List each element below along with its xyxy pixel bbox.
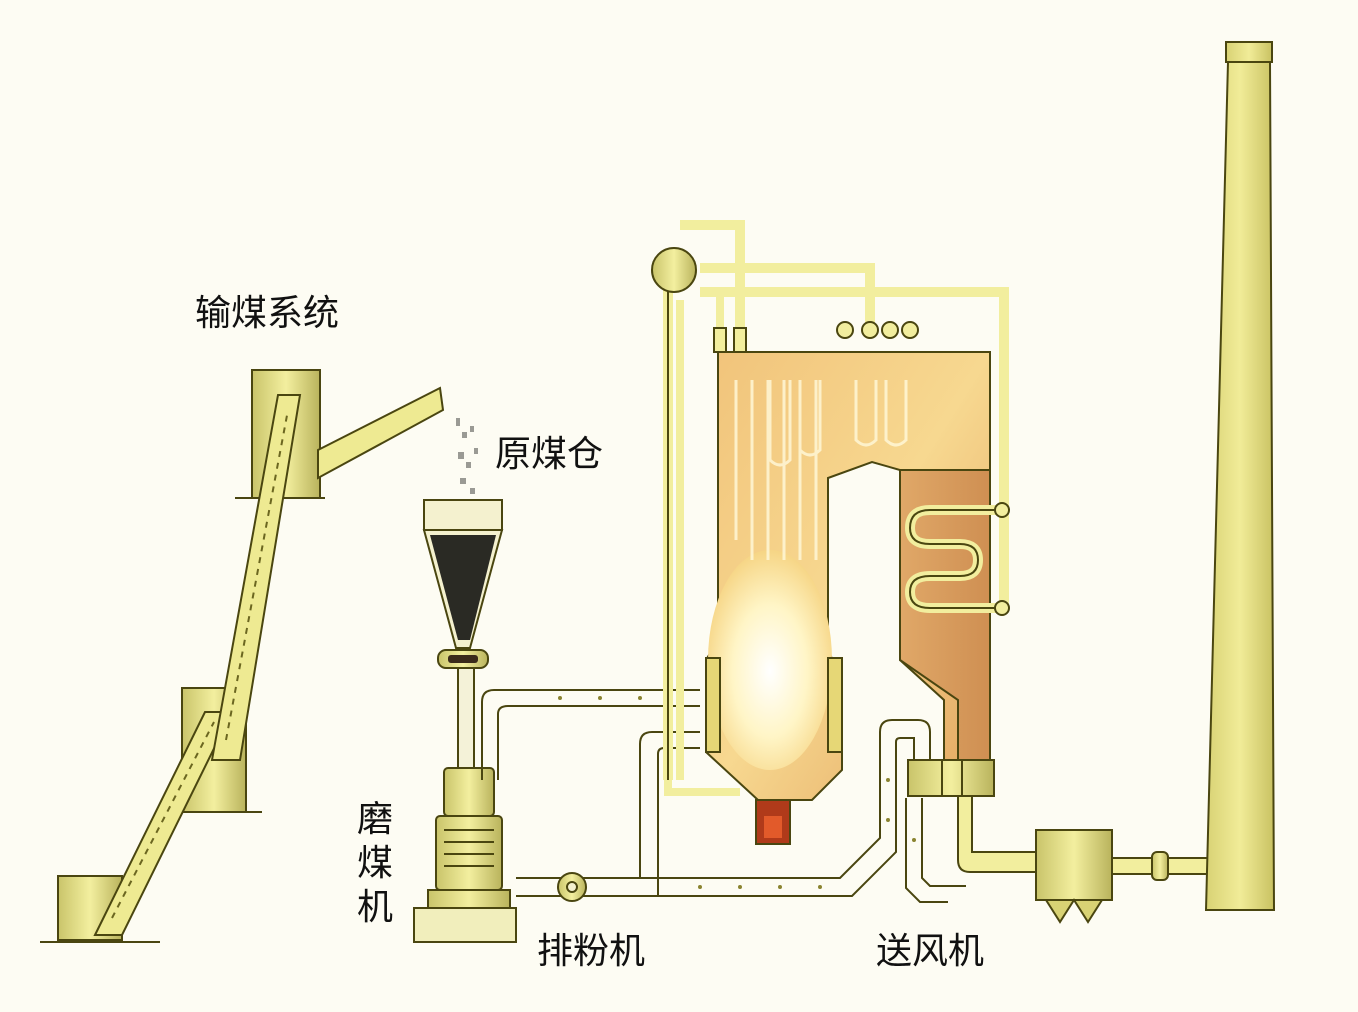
label-coal-mill: 磨煤机 — [355, 798, 395, 930]
label-forced-draft-fan: 送风机 — [876, 934, 984, 970]
label-exhauster: 排粉机 — [537, 934, 645, 970]
steam-drum — [652, 248, 696, 292]
exhauster — [558, 873, 586, 901]
label-raw-coal-bunker: 原煤仓 — [495, 437, 603, 473]
furnace-flame — [708, 550, 832, 770]
label-coal-conveyor-system: 输煤系统 — [195, 296, 339, 332]
air-preheater — [908, 760, 994, 796]
